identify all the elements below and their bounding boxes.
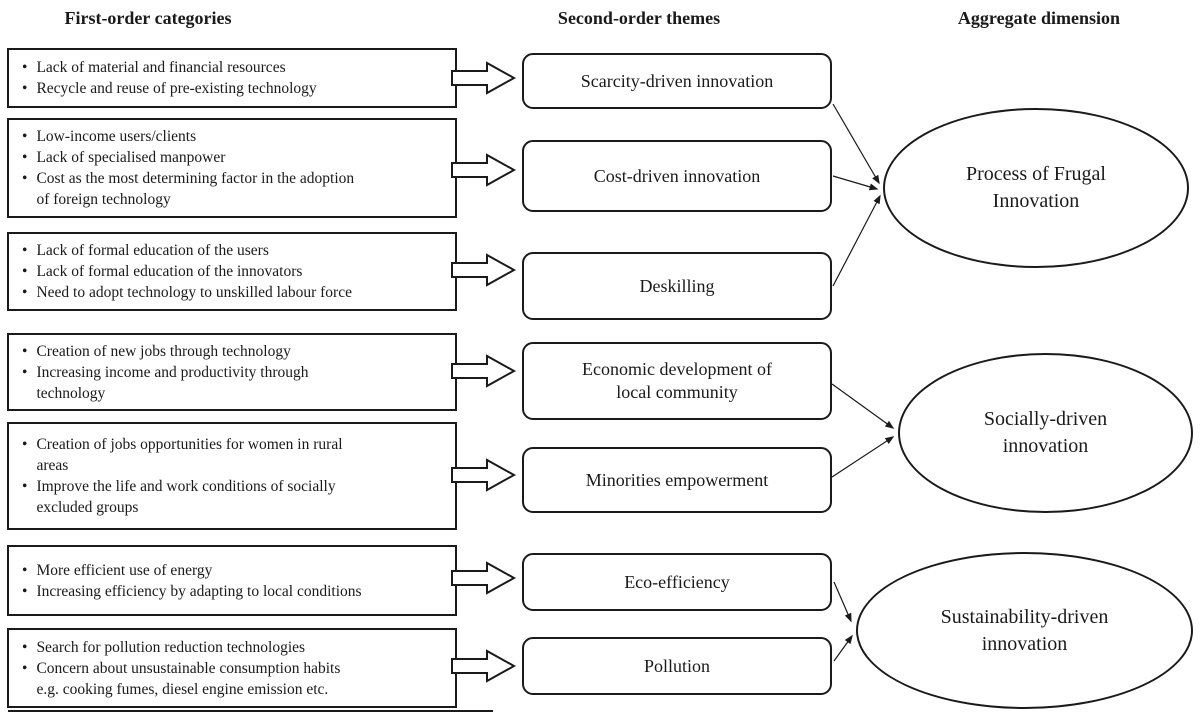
first-order-box-minorities: •Creation of jobs opportunities for wome… <box>7 422 457 530</box>
connector-line <box>832 194 881 287</box>
list-item: •Low-income users/clients <box>22 128 197 145</box>
bullet-icon: • <box>22 149 28 166</box>
block-arrow-icon <box>451 253 517 287</box>
connector-line <box>832 175 879 191</box>
list-item: •More efficient use of energy <box>22 561 213 579</box>
connector-line <box>833 634 853 662</box>
list-item: •Lack of specialised manpower <box>22 149 226 166</box>
theme-box-deskilling: Deskilling <box>522 252 832 320</box>
theme-box-economic-development: Economic development of local community <box>522 342 832 420</box>
first-order-box-pollution: •Search for pollution reduction technolo… <box>7 628 457 708</box>
theme-box-eco-efficiency: Eco-efficiency <box>522 553 832 611</box>
list-item: •Lack of material and financial resource… <box>22 59 286 76</box>
block-arrow-icon <box>451 354 517 388</box>
list-item: •Concern about unsustainable consumption… <box>22 659 341 698</box>
theme-box-scarcity-driven-innovation: Scarcity-driven innovation <box>522 53 832 109</box>
bullet-icon: • <box>22 263 28 280</box>
theme-box-pollution: Pollution <box>522 637 832 695</box>
bullet-icon: • <box>22 478 28 495</box>
block-arrow-icon <box>451 649 517 683</box>
bullet-icon: • <box>22 242 28 259</box>
first-order-box-deskilling: •Lack of formal education of the users •… <box>7 232 457 311</box>
theme-box-minorities-empowerment: Minorities empowerment <box>522 447 832 513</box>
bullet-icon: • <box>22 284 28 301</box>
block-arrow-icon <box>451 458 517 492</box>
ellipse-process-of-frugal-innovation: Process of Frugal Innovation <box>883 108 1189 268</box>
column-header-first-order: First-order categories <box>64 8 232 28</box>
list-item: •Lack of formal education of the innovat… <box>22 263 303 280</box>
block-arrow-icon <box>451 561 517 595</box>
list-item: •Search for pollution reduction technolo… <box>22 638 306 656</box>
ellipse-sustainability-driven-innovation: Sustainability-driven innovation <box>856 552 1193 709</box>
bullet-icon: • <box>22 582 28 600</box>
block-arrow-icon <box>451 61 517 95</box>
first-order-box-economic: •Creation of new jobs through technology… <box>7 333 457 411</box>
list-item: •Lack of formal education of the users <box>22 242 269 259</box>
list-item: •Creation of jobs opportunities for wome… <box>22 436 343 474</box>
block-arrow-icon <box>451 153 517 187</box>
bullet-icon: • <box>22 128 28 145</box>
bullet-icon: • <box>22 342 28 360</box>
bullet-icon: • <box>22 363 28 381</box>
bullet-icon: • <box>22 436 28 453</box>
list-item: •Recycle and reuse of pre-existing techn… <box>22 80 317 97</box>
ellipse-socially-driven-innovation: Socially-driven innovation <box>898 353 1193 513</box>
first-order-box-cost: •Low-income users/clients •Lack of speci… <box>7 118 457 218</box>
list-item: •Need to adopt technology to unskilled l… <box>22 284 352 301</box>
list-item: •Cost as the most determining factor in … <box>22 170 355 208</box>
list-item: •Improve the life and work conditions of… <box>22 478 336 516</box>
bullet-icon: • <box>22 170 28 187</box>
bullet-icon: • <box>22 59 28 76</box>
connector-line <box>833 581 852 623</box>
bullet-icon: • <box>22 659 28 677</box>
column-header-second-order: Second-order themes <box>557 8 721 28</box>
bullet-icon: • <box>22 80 28 97</box>
list-item: •Creation of new jobs through technology <box>22 342 291 360</box>
theme-box-cost-driven-innovation: Cost-driven innovation <box>522 140 832 212</box>
column-header-aggregate: Aggregate dimension <box>957 8 1121 28</box>
first-order-box-scarcity: •Lack of material and financial resource… <box>7 48 457 108</box>
connector-line <box>832 103 880 185</box>
bullet-icon: • <box>22 638 28 656</box>
list-item: •Increasing efficiency by adapting to lo… <box>22 582 362 600</box>
connector-line <box>831 436 895 478</box>
connector-line <box>831 383 895 429</box>
first-order-box-eco-efficiency: •More efficient use of energy •Increasin… <box>7 545 457 616</box>
bullet-icon: • <box>22 561 28 579</box>
list-item: •Increasing income and productivity thro… <box>22 363 309 402</box>
